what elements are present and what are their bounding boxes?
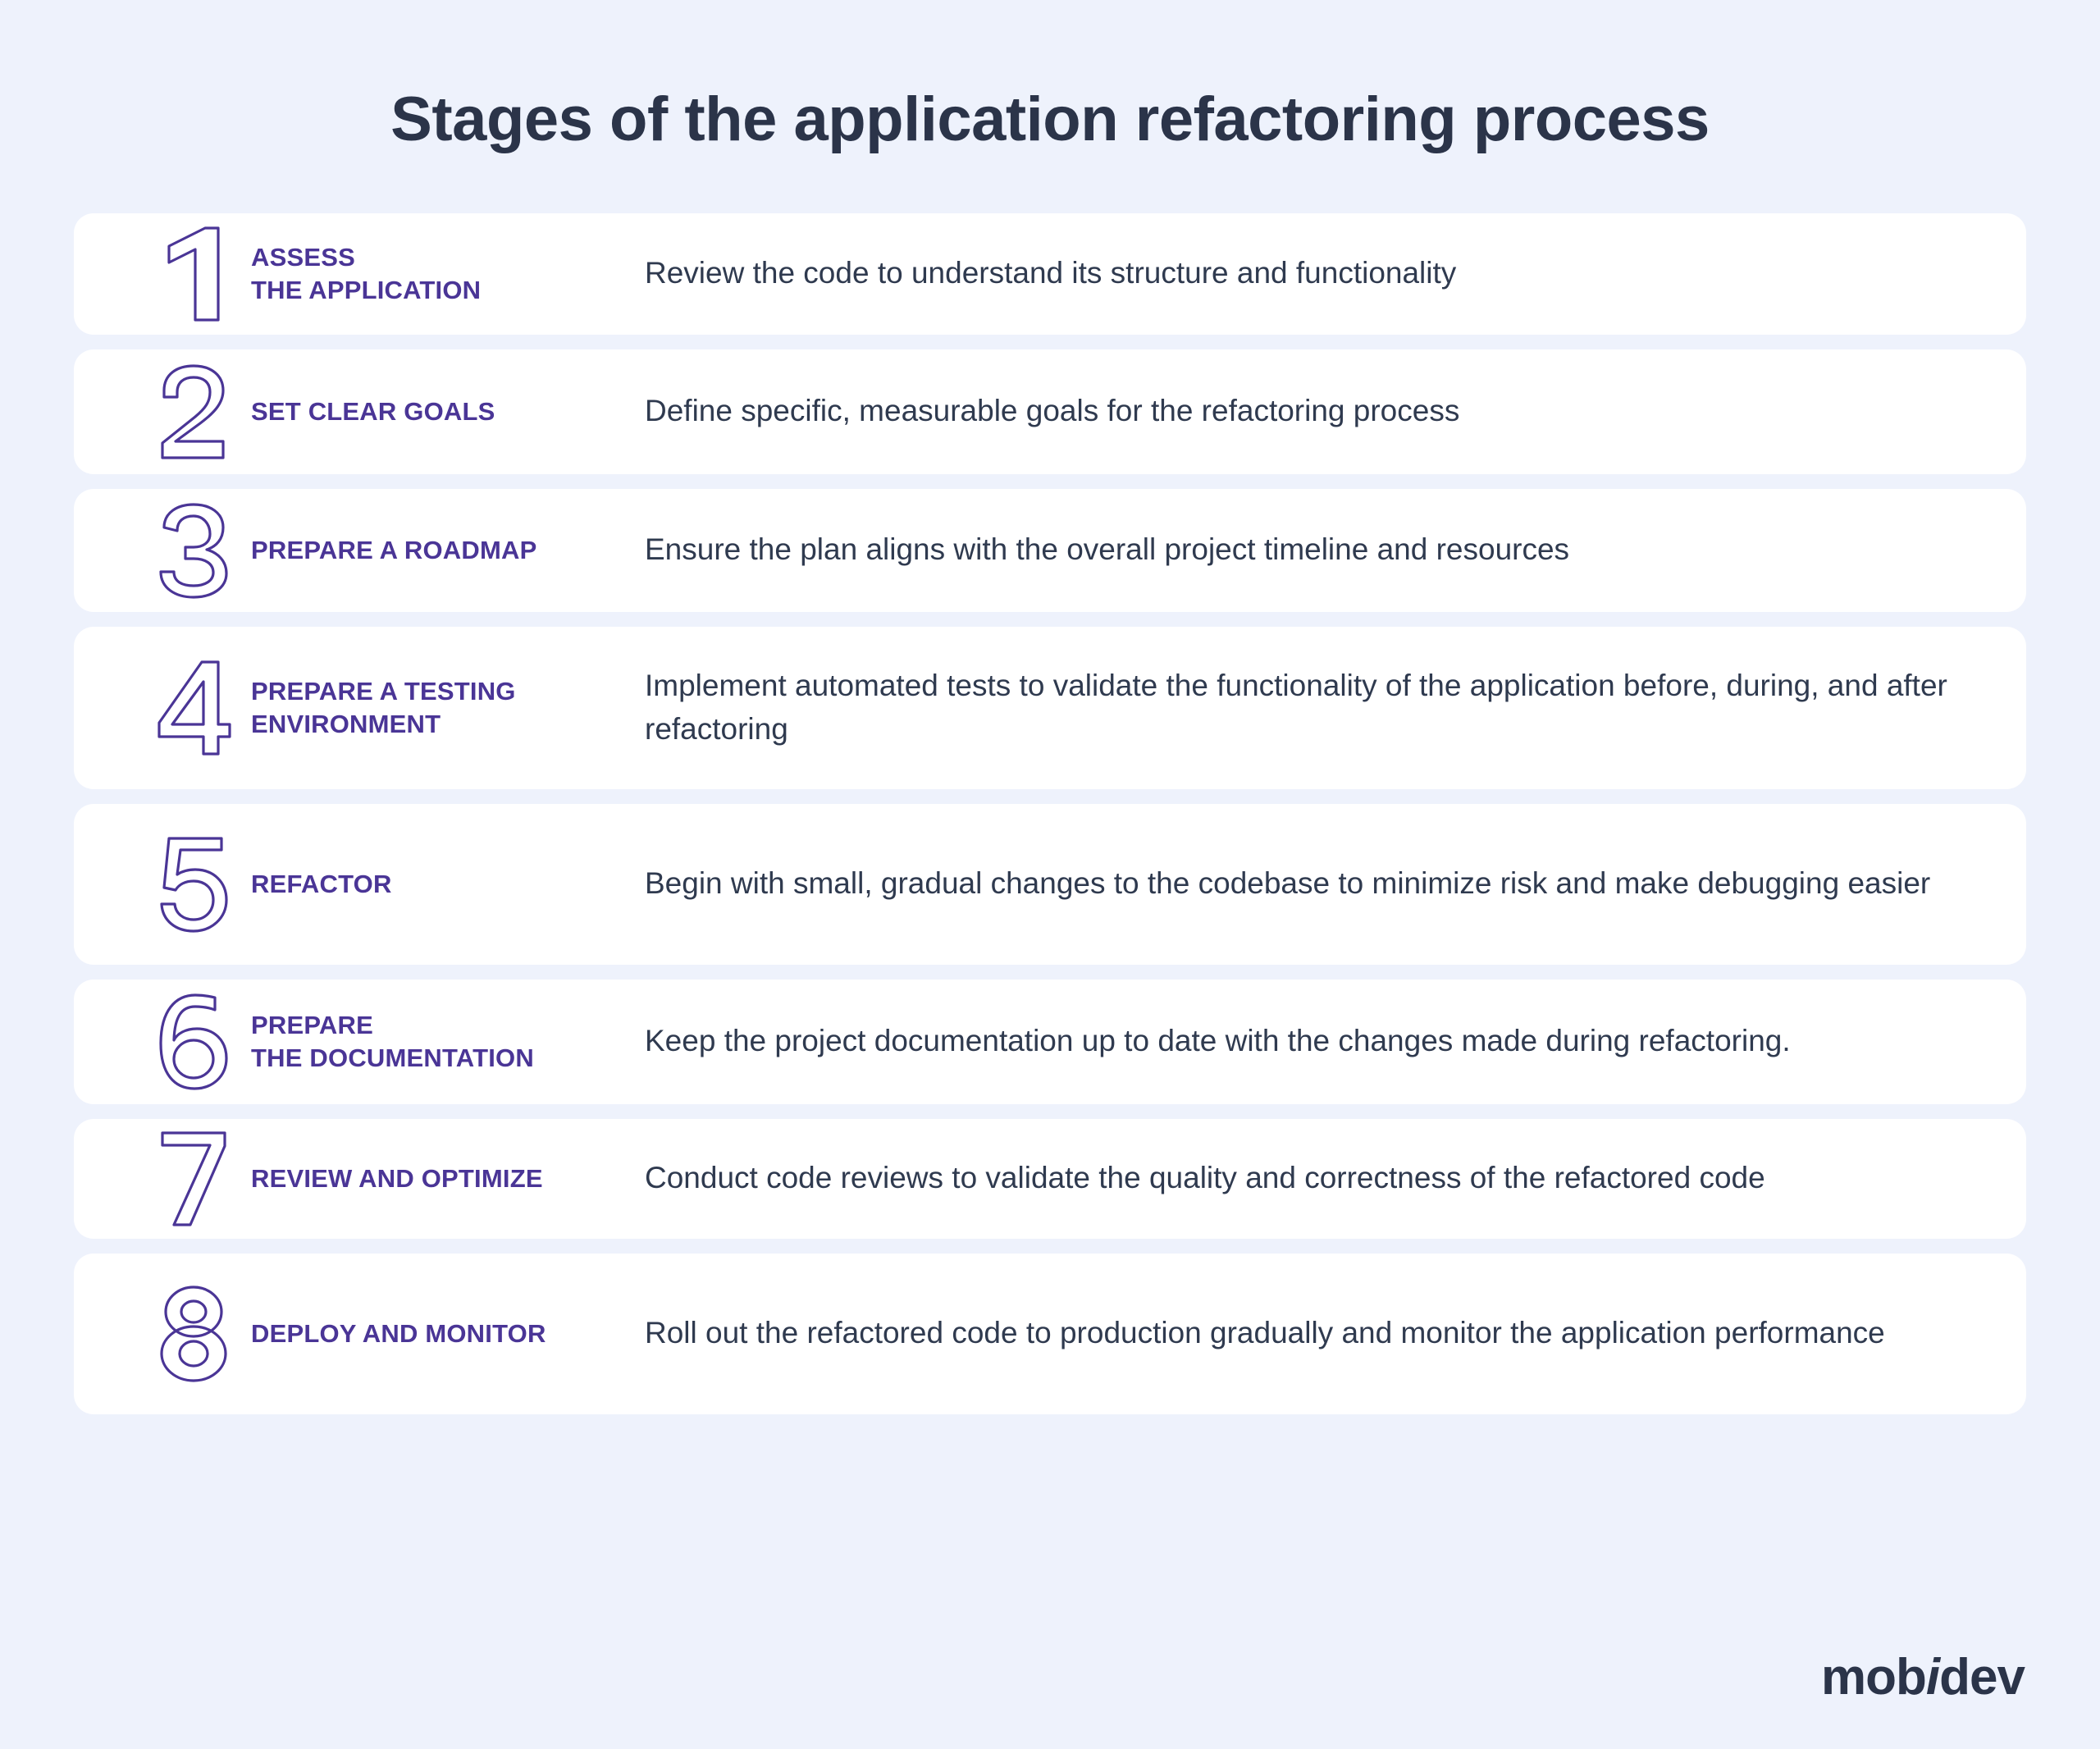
- step-card-2: SET CLEAR GOALS Define specific, measura…: [74, 349, 2026, 474]
- step-label-6-line2: THE DOCUMENTATION: [251, 1043, 534, 1072]
- step-description-5: Begin with small, gradual changes to the…: [645, 866, 1931, 901]
- step-number-7-icon: [154, 1130, 244, 1228]
- step-number-1-icon: [154, 225, 244, 323]
- step-description-4: Implement automated tests to validate th…: [645, 669, 1947, 746]
- step-label-5-line1: REFACTOR: [251, 869, 392, 898]
- step-number-2-icon: [154, 363, 244, 461]
- step-number-8-icon: [154, 1285, 244, 1383]
- step-label-4-line2: ENVIRONMENT: [251, 709, 441, 738]
- mobidev-logo: mobidev: [1821, 1648, 2025, 1706]
- step-description-1: Review the code to understand its struct…: [645, 256, 1457, 290]
- step-label-5: REFACTOR: [244, 868, 638, 901]
- step-label-8: DEPLOY AND MONITOR: [244, 1317, 638, 1350]
- step-card-7: REVIEW AND OPTIMIZE Conduct code reviews…: [74, 1118, 2026, 1239]
- logo-part-1: mob: [1821, 1649, 1927, 1706]
- step-label-3: PREPARE A ROADMAP: [244, 534, 638, 567]
- step-number-3-icon: [154, 501, 244, 600]
- step-label-2: SET CLEAR GOALS: [244, 395, 638, 428]
- step-card-4: PREPARE A TESTING ENVIRONMENT Implement …: [74, 626, 2026, 789]
- step-number-6-icon: [154, 993, 244, 1091]
- step-description-3: Ensure the plan aligns with the overall …: [645, 532, 1570, 567]
- step-card-1: ASSESS THE APPLICATION Review the code t…: [74, 212, 2026, 335]
- step-label-7: REVIEW AND OPTIMIZE: [244, 1162, 638, 1195]
- step-label-6-line1: PREPARE: [251, 1010, 373, 1039]
- step-card-3: PREPARE A ROADMAP Ensure the plan aligns…: [74, 488, 2026, 612]
- step-card-8: DEPLOY AND MONITOR Roll out the refactor…: [74, 1253, 2026, 1414]
- step-label-7-line1: REVIEW AND OPTIMIZE: [251, 1163, 543, 1193]
- logo-part-2: dev: [1939, 1649, 2025, 1706]
- step-card-6: PREPARE THE DOCUMENTATION Keep the proje…: [74, 979, 2026, 1104]
- step-description-2: Define specific, measurable goals for th…: [645, 394, 1460, 428]
- step-number-4-icon: [154, 659, 244, 757]
- step-card-5: REFACTOR Begin with small, gradual chang…: [74, 803, 2026, 965]
- step-description-8: Roll out the refactored code to producti…: [645, 1316, 1885, 1350]
- step-label-1-line1: ASSESS: [251, 242, 355, 272]
- logo-italic-i: i: [1925, 1649, 1940, 1706]
- step-label-2-line1: SET CLEAR GOALS: [251, 396, 495, 426]
- step-label-4-line1: PREPARE A TESTING: [251, 676, 516, 706]
- step-label-8-line1: DEPLOY AND MONITOR: [251, 1318, 546, 1348]
- step-description-7: Conduct code reviews to validate the qua…: [645, 1161, 1765, 1195]
- steps-list: ASSESS THE APPLICATION Review the code t…: [0, 212, 2100, 1414]
- step-number-5-icon: [154, 835, 244, 934]
- step-label-3-line1: PREPARE A ROADMAP: [251, 535, 537, 564]
- step-label-1: ASSESS THE APPLICATION: [244, 241, 638, 306]
- step-description-6: Keep the project documentation up to dat…: [645, 1024, 1791, 1058]
- step-label-1-line2: THE APPLICATION: [251, 275, 482, 304]
- step-label-6: PREPARE THE DOCUMENTATION: [244, 1009, 638, 1074]
- step-label-4: PREPARE A TESTING ENVIRONMENT: [244, 675, 638, 740]
- page-title: Stages of the application refactoring pr…: [390, 84, 1710, 154]
